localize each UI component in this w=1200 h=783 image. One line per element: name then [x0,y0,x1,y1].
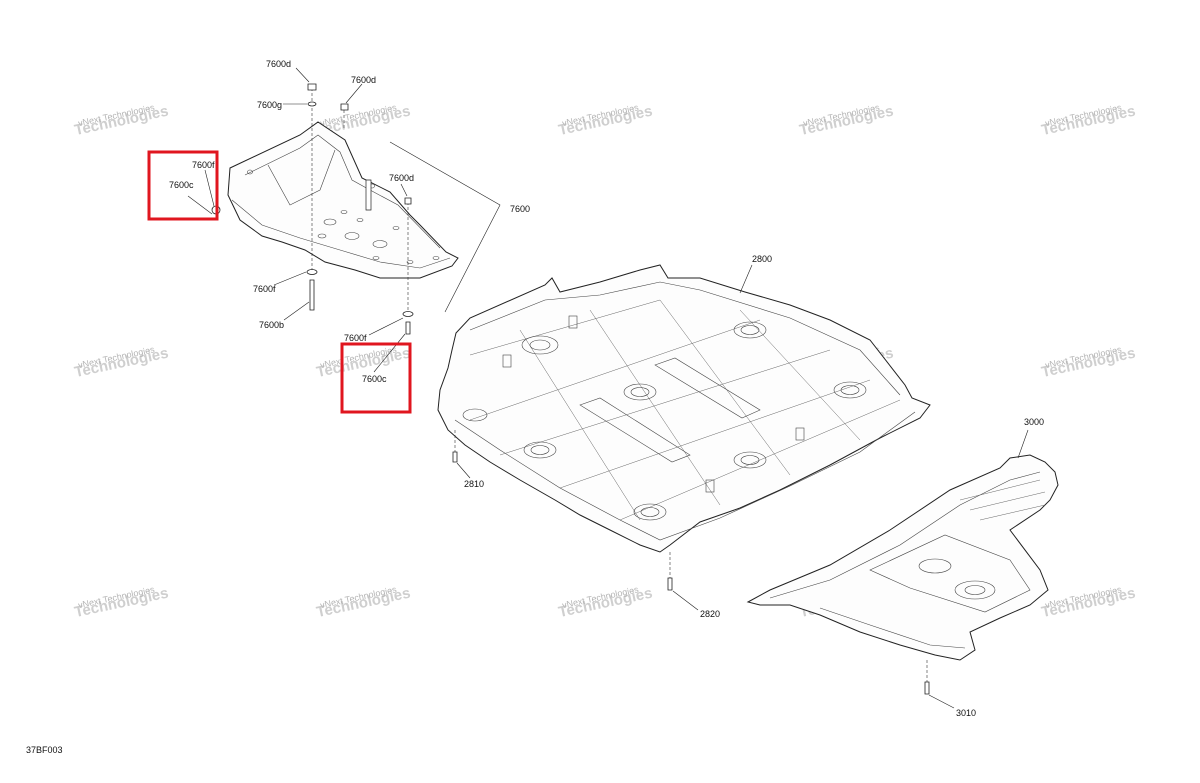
callout-3000[interactable]: 3000 [1024,417,1044,427]
callout-2800[interactable]: 2800 [752,254,772,264]
callout-bracket-7600 [389,141,501,313]
rear-skid-plate[interactable] [746,454,1059,661]
callout-2820[interactable]: 2820 [700,609,720,619]
center-plate-fasteners [452,430,673,591]
front-skid-plate-outline [227,121,459,279]
rear-skid-plate-dome [918,558,952,574]
nut-icon[interactable] [307,83,317,91]
rear-skid-plate-edge [819,607,966,649]
center-skid-plate[interactable] [437,264,931,553]
center-skid-plate-slots [579,357,761,463]
washer-icon[interactable] [307,101,317,107]
callout-labels: 7600d 7600d 7600g 7600f 7600c 7600d 7600… [169,59,1044,718]
nut-icon[interactable] [340,103,349,111]
front-skid-plate-holes [247,169,440,264]
callout-7600c-left[interactable]: 7600c [169,180,194,190]
highlight-box-7600c-right [340,342,412,414]
callout-7600b[interactable]: 7600b [259,320,284,330]
center-skid-plate-bosses [502,315,805,493]
washer-icon[interactable] [402,311,414,317]
rear-skid-plate-dome [954,580,996,600]
callout-3010[interactable]: 3010 [956,708,976,718]
callout-7600g[interactable]: 7600g [257,100,282,110]
document-code: 37BF003 [26,745,63,755]
callout-7600f-lower-right[interactable]: 7600f [344,333,367,343]
rear-skid-plate-dome [964,585,986,595]
front-skid-plate-ridge [267,149,336,206]
callout-2810[interactable]: 2810 [464,479,484,489]
washer-icon[interactable] [306,269,318,275]
callout-7600[interactable]: 7600 [510,204,530,214]
callout-7600f-left[interactable]: 7600f [192,160,215,170]
leader-lines [187,67,1029,709]
center-skid-plate-edge [454,411,916,541]
front-skid-plate-ridge [244,134,441,249]
screw-icon[interactable] [924,681,930,695]
callout-7600d-right[interactable]: 7600d [389,173,414,183]
screw-icon[interactable] [452,451,458,463]
center-skid-plate-grid [519,299,861,521]
rear-plate-fasteners [924,660,930,695]
callout-7600d-top[interactable]: 7600d [266,59,291,69]
highlight-box-7600c-left [147,150,219,221]
rear-skid-plate-outline [746,454,1059,661]
front-skid-plate[interactable] [227,121,459,279]
rear-skid-plate-ribs [959,479,1046,521]
bolt-icon[interactable] [405,321,411,335]
center-skid-plate-grid [469,299,901,521]
center-skid-plate-outline [437,264,931,553]
center-skid-plate-edge [469,281,901,396]
callout-7600f-lower-left[interactable]: 7600f [253,284,276,294]
stud-icon [365,179,372,211]
rear-skid-plate-edge [769,471,1041,599]
front-skid-plate-ridge [231,199,451,269]
callout-7600d-mid[interactable]: 7600d [351,75,376,85]
bolt-icon[interactable] [667,577,673,591]
nut-icon[interactable] [404,197,412,205]
rear-skid-plate-panel [869,534,1031,613]
callout-7600c-right[interactable]: 7600c [362,374,387,384]
center-skid-plate-domes [462,321,867,521]
bolt-icon[interactable] [309,279,315,311]
